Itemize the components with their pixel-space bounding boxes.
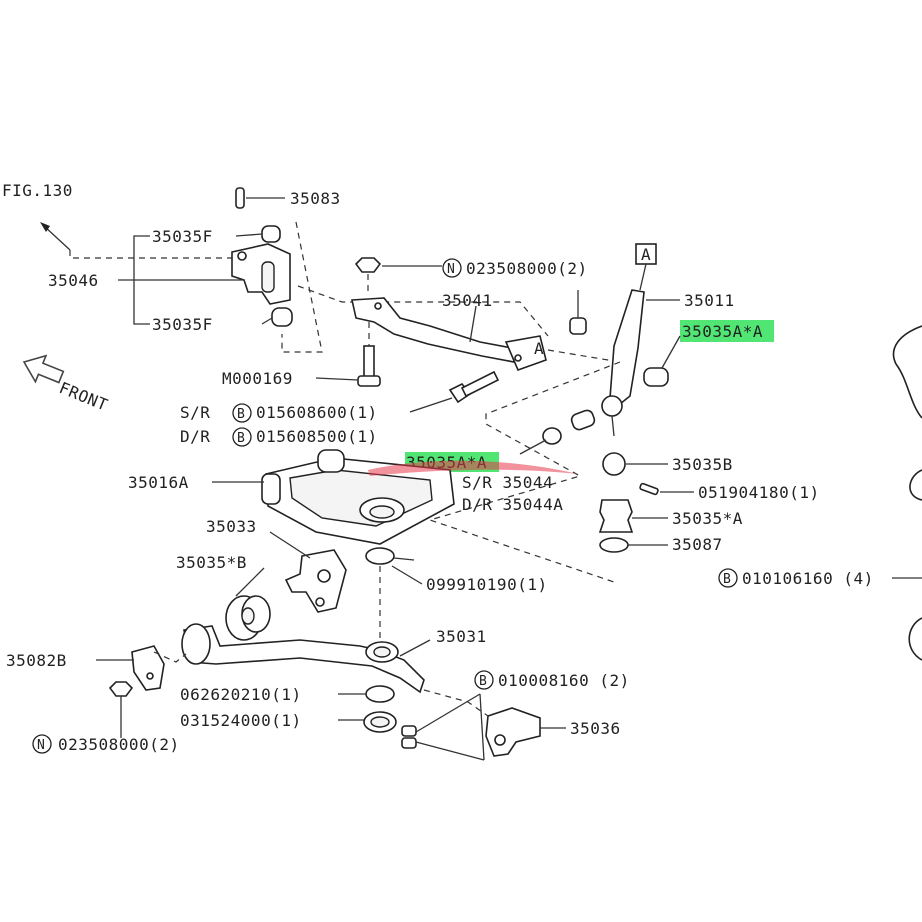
label-023508000-bottom[interactable]: 023508000(2) [58,735,180,754]
nut-023508000-top[interactable] [354,257,382,273]
collar-35041[interactable] [569,317,587,335]
bushing-35035F-top[interactable] [261,225,281,243]
bolt-010008160[interactable] [401,725,417,749]
label-M000169[interactable]: M000169 [222,369,293,388]
label-DR-35044A[interactable]: D/R 35044A [462,495,563,514]
label-35035F-top[interactable]: 35035F [152,227,213,246]
label-35016A[interactable]: 35016A [128,473,189,492]
ball-35035B[interactable] [602,452,626,476]
label-35035B[interactable]: 35035B [672,455,733,474]
code-B-sr1: B [237,407,245,422]
front-label: FRONT [57,378,111,415]
label-35033[interactable]: 35033 [206,517,257,536]
code-B-010106160: B [723,572,731,587]
label-051904180[interactable]: 051904180(1) [698,483,820,502]
code-N-top: N [447,262,455,277]
label-015608600[interactable]: 015608600(1) [256,403,378,422]
pin-35083[interactable] [235,187,245,209]
label-35041[interactable]: 35041 [442,291,493,310]
highlight-35035A-top [680,320,774,342]
bolt-M000169[interactable] [357,345,381,387]
label-35035-A[interactable]: 35035*A [672,509,743,528]
label-SR-35044[interactable]: S/R 35044 [462,473,553,492]
pin-051904180[interactable] [639,482,659,496]
washer-35035A-mid[interactable] [542,427,562,445]
washer-062620210[interactable] [365,685,395,703]
fig-arrow-icon [40,222,71,251]
shift-lever-35011[interactable] [609,289,645,405]
partial-part-right [892,325,922,419]
bushing-35035B[interactable] [225,595,271,641]
label-015608500[interactable]: 015608500(1) [256,427,378,446]
bracket-35046[interactable] [231,243,291,305]
marker-A-rod: A [534,339,544,358]
label-099910190[interactable]: 099910190(1) [426,575,548,594]
label-35036[interactable]: 35036 [570,719,621,738]
label-35035A-A-top[interactable]: 35035A*A [682,322,763,341]
label-010106160[interactable]: 010106160 (4) [742,569,874,588]
marker-A-label: A [641,245,651,264]
code-N-bottom: N [37,738,45,753]
bushing-35044[interactable] [570,409,596,432]
bracket-35036[interactable] [485,707,541,757]
code-B-010008160: B [479,674,487,689]
label-SR-prefix-1: S/R [180,403,210,422]
watermark-swoosh [368,460,578,476]
label-023508000-top[interactable]: 023508000(2) [466,259,588,278]
label-35031[interactable]: 35031 [436,627,487,646]
code-B-dr1: B [237,431,245,446]
fig-reference-label[interactable]: FIG.130 [2,181,73,200]
oring-35087[interactable] [599,537,629,553]
label-35035F-bottom[interactable]: 35035F [152,315,213,334]
front-arrow-icon [22,354,65,384]
bushing-35035F-bottom[interactable] [271,307,293,327]
label-031524000[interactable]: 031524000(1) [180,711,302,730]
label-35046[interactable]: 35046 [48,271,99,290]
boot-35035A[interactable] [598,499,634,533]
label-35011[interactable]: 35011 [684,291,735,310]
bushing-35035A-top[interactable] [643,367,669,387]
label-010008160[interactable]: 010008160 (2) [498,671,630,690]
label-35035-B[interactable]: 35035*B [176,553,247,572]
nut-023508000-bottom[interactable] [108,681,134,697]
fig-leader-dash [69,250,235,259]
label-35087[interactable]: 35087 [672,535,723,554]
label-35082B[interactable]: 35082B [6,651,67,670]
plate-35082B[interactable] [131,645,165,691]
label-35083[interactable]: 35083 [290,189,341,208]
washer-099910190[interactable] [365,547,395,565]
label-062620210[interactable]: 062620210(1) [180,685,302,704]
bracket-35033[interactable] [284,549,347,613]
label-DR-prefix-1: D/R [180,427,210,446]
bolt-015608600[interactable] [448,370,500,404]
